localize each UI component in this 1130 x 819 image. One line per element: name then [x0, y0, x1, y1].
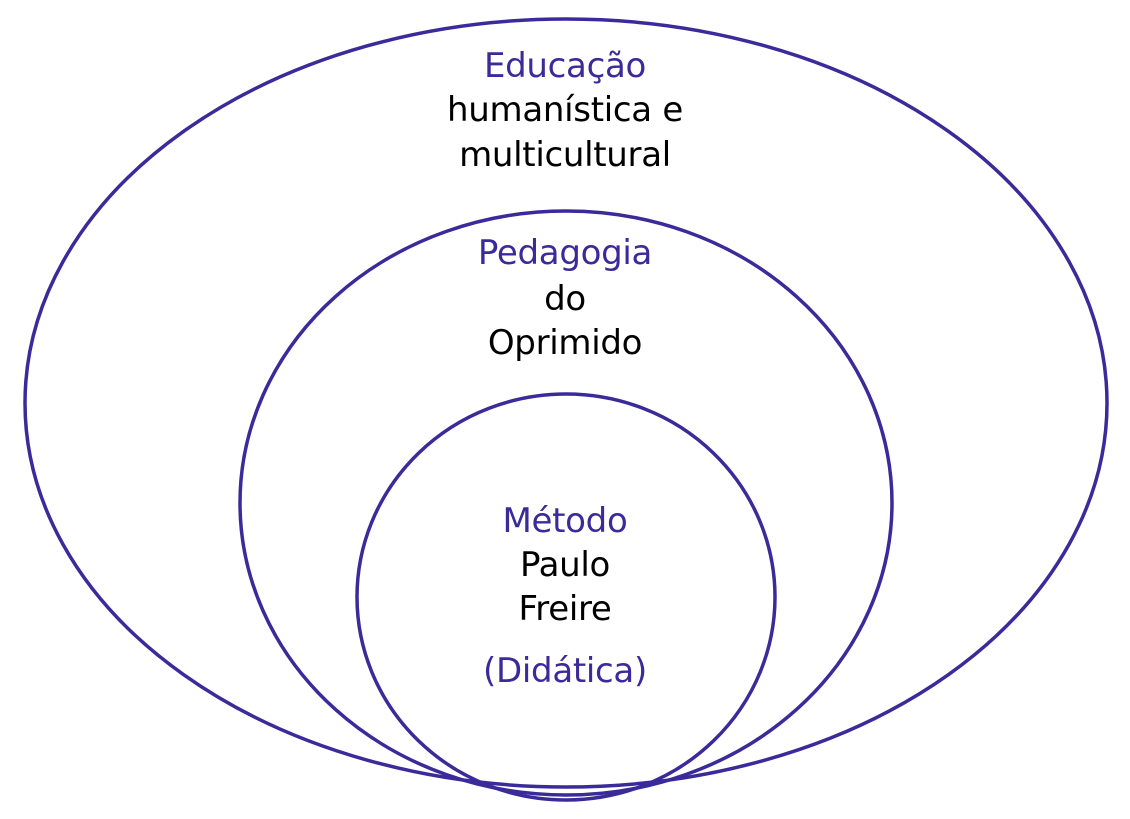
- inner-circle: [355, 392, 777, 802]
- middle-heading: Pedagogia: [477, 233, 653, 273]
- outer-heading: Educação: [483, 46, 647, 86]
- inner-note: (Didática): [483, 651, 647, 691]
- outer-line-2: multicultural: [459, 135, 671, 175]
- middle-ellipse: [238, 209, 894, 797]
- outer-line-1: humanística e: [447, 90, 683, 130]
- inner-heading: Método: [502, 501, 628, 541]
- inner-line-2: Freire: [518, 589, 612, 629]
- outer-ellipse: [23, 17, 1109, 789]
- middle-line-1: do: [544, 279, 586, 319]
- middle-line-2: Oprimido: [487, 323, 643, 363]
- inner-line-1: Paulo: [519, 545, 611, 585]
